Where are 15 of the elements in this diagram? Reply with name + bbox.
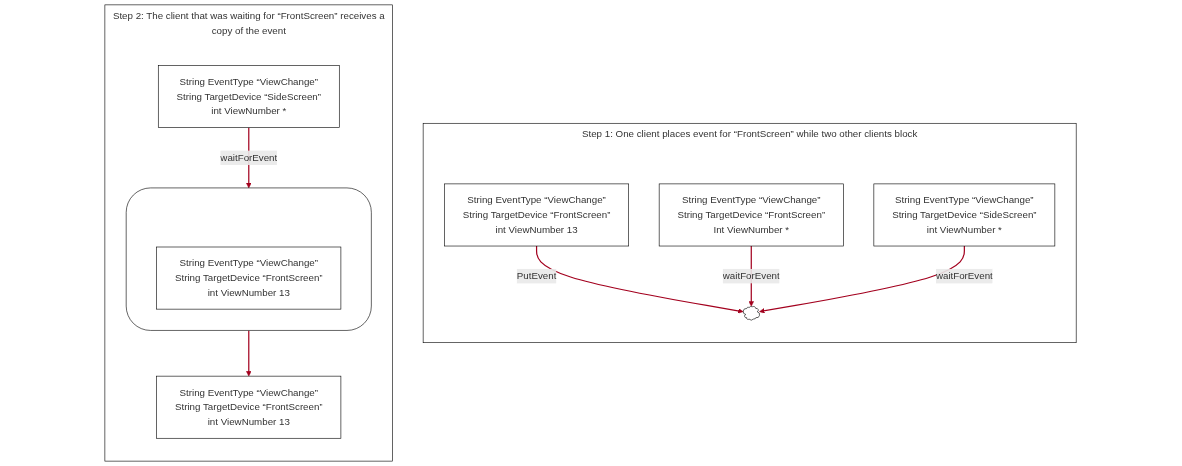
node-box: String EventType “ViewChange” String TargetDevice “FrontScreen” int ViewNumber 13 xyxy=(156,375,342,439)
edge-label: waitForEvent xyxy=(220,152,278,163)
node-cloud xyxy=(743,306,761,321)
node-box: String EventType “ViewChange” String TargetDevice “FrontScreen” int ViewNumber 13 xyxy=(156,246,342,310)
node-box: String EventType “ViewChange” String TargetDevice “SideScreen” int ViewNumber * xyxy=(874,183,1056,247)
arrow xyxy=(759,245,966,314)
node-box: String EventType “ViewChange” String TargetDevice “SideScreen” int ViewNumber * xyxy=(158,65,341,128)
edge-label: waitForEvent xyxy=(723,270,781,282)
arrow xyxy=(246,329,252,377)
edge-label: PutEvent xyxy=(517,270,557,282)
node-box: String EventType “ViewChange” String TargetDevice “FrontScreen” Int ViewNumber * xyxy=(659,183,845,247)
cluster xyxy=(126,187,373,331)
arrow xyxy=(536,245,744,314)
node-box: String EventType “ViewChange” String TargetDevice “FrontScreen” int ViewNumber 13 xyxy=(444,183,630,247)
edge-label: waitForEvent xyxy=(936,270,994,282)
